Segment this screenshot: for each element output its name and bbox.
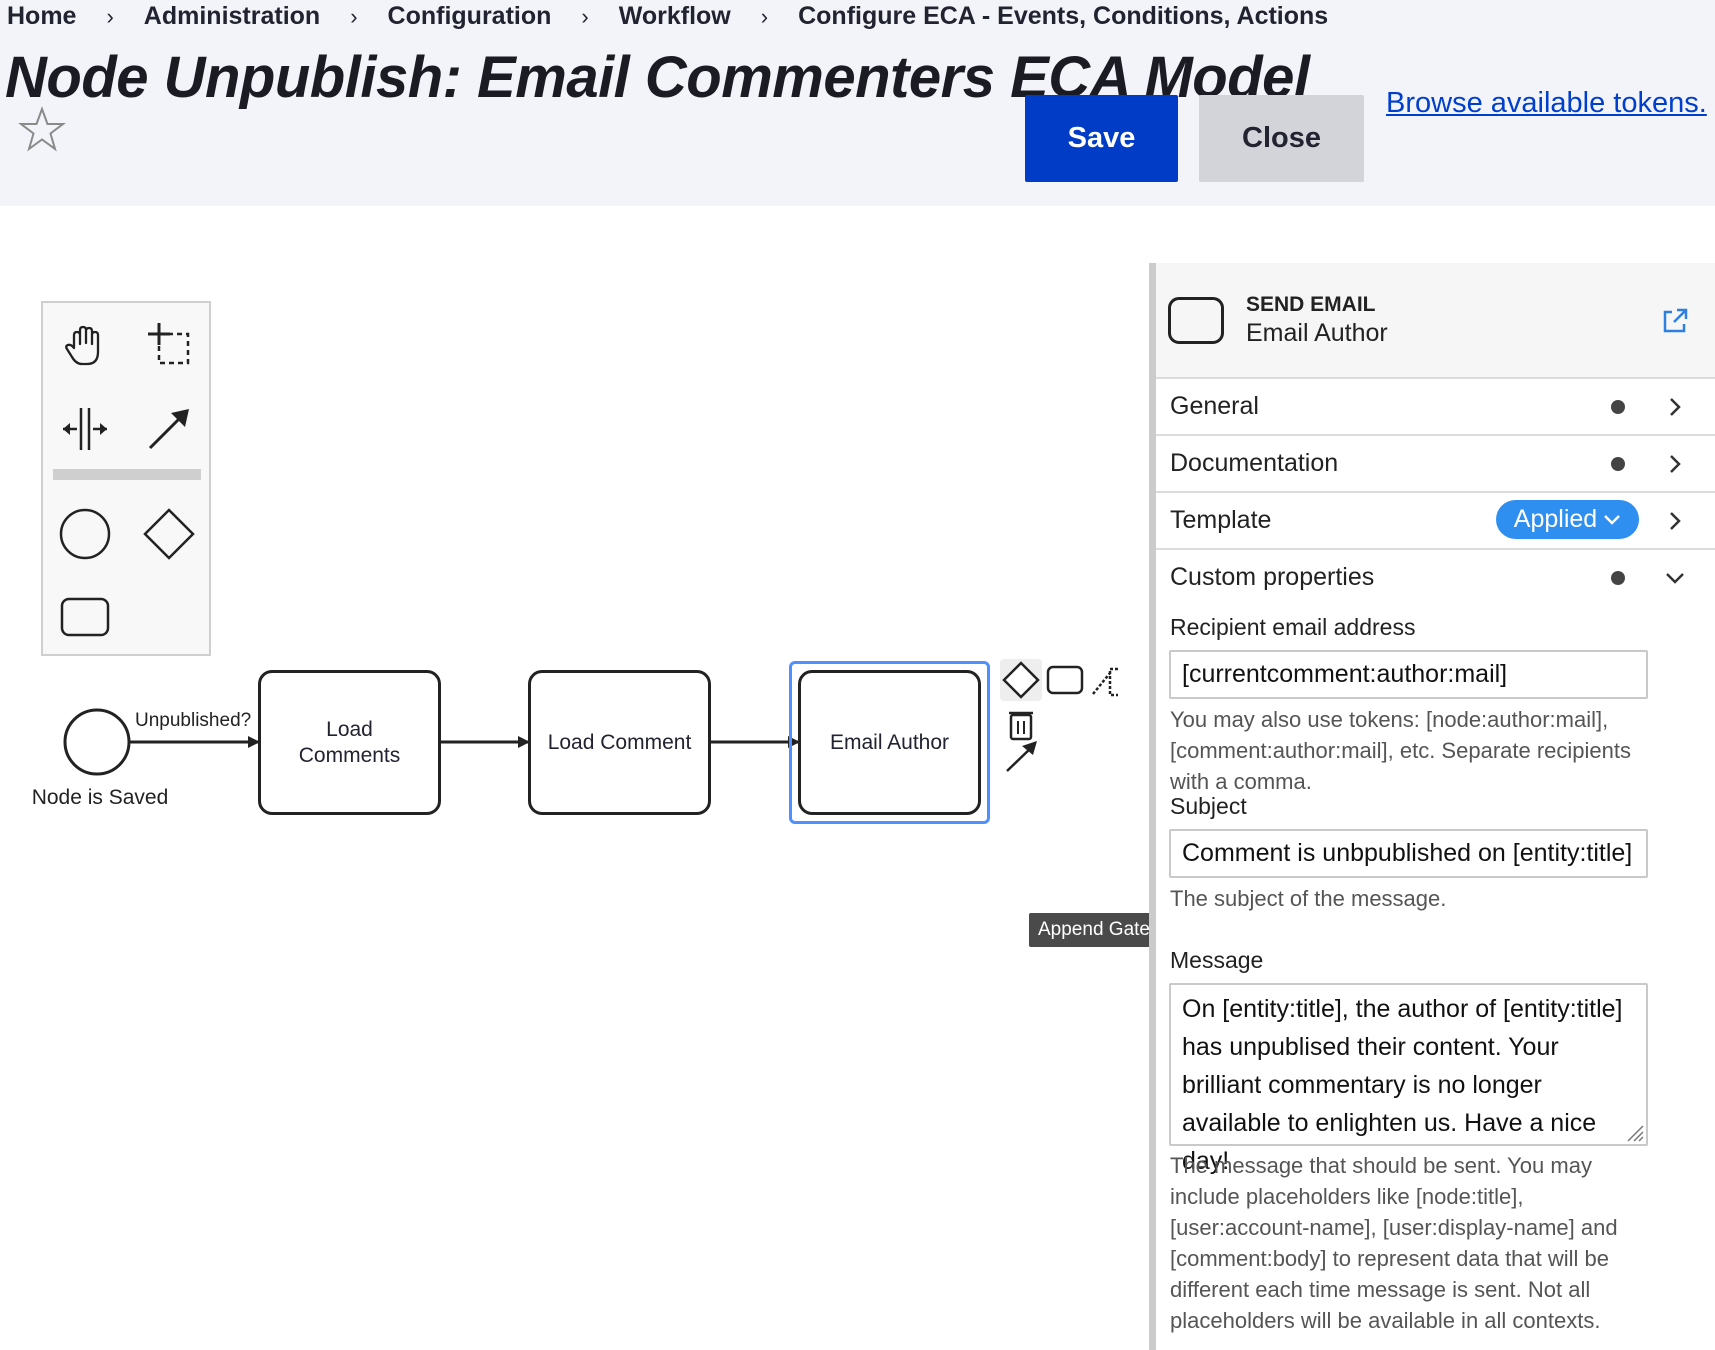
task-icon[interactable] [57, 589, 113, 645]
gateway-icon[interactable] [141, 506, 197, 562]
breadcrumb-workflow[interactable]: Workflow [618, 2, 731, 30]
append-task-icon [1046, 665, 1084, 695]
recipient-email-field[interactable]: [currentcomment:author:mail] [1169, 650, 1648, 699]
group-documentation[interactable]: Documentation [1156, 436, 1715, 493]
group-label: General [1170, 392, 1259, 420]
breadcrumb-separator: › [350, 3, 358, 29]
star-icon[interactable] [18, 106, 66, 154]
panel-header: SEND EMAIL Email Author [1156, 263, 1715, 379]
recipient-help: You may also use tokens: [node:author:ma… [1170, 707, 1631, 794]
subject-label: Subject [1170, 793, 1247, 819]
breadcrumb-separator: › [581, 3, 589, 29]
chevron-right-icon [1670, 512, 1681, 530]
message-text: On [entity:title], the author of [entity… [1182, 995, 1623, 1175]
breadcrumb-home[interactable]: Home [7, 2, 77, 30]
group-label: Documentation [1170, 449, 1339, 477]
palette-separator [53, 469, 201, 480]
breadcrumb-separator: › [760, 3, 769, 29]
page-header: Home › Administration › Configuration › … [0, 0, 1715, 206]
task-label: Email Author [829, 730, 950, 754]
delete-icon [1009, 711, 1033, 741]
text-annotation-icon [1092, 667, 1118, 697]
group-label: Template [1170, 506, 1272, 534]
diagram-connections [63, 708, 800, 776]
task-email-author[interactable]: Email Author [798, 670, 981, 815]
resize-handle-icon[interactable] [1626, 1124, 1644, 1142]
subject-field[interactable]: Comment is unbpublished on [entity:title… [1169, 829, 1648, 878]
chevron-down-icon [1604, 514, 1621, 525]
task-load-comments[interactable]: Load Comments [258, 670, 441, 815]
element-type: SEND EMAIL [1246, 293, 1376, 316]
status-dot-icon [1611, 457, 1625, 471]
start-event [63, 708, 131, 776]
start-event-icon[interactable] [57, 506, 113, 562]
subject-help: The subject of the message. [1170, 886, 1447, 911]
close-button[interactable]: Close [1199, 95, 1364, 182]
breadcrumb-administration[interactable]: Administration [143, 2, 321, 30]
breadcrumb-configure-eca[interactable]: Configure ECA - Events, Conditions, Acti… [798, 2, 1329, 30]
connect-tool-icon[interactable] [141, 401, 197, 457]
message-help: The message that should be sent. You may… [1170, 1153, 1618, 1333]
task-label: Load Comments [298, 717, 401, 767]
bpmn-canvas[interactable]: Unpublished? Node is Saved Load Comments… [0, 206, 1193, 1350]
status-dot-icon [1611, 400, 1625, 414]
tool-palette [41, 301, 211, 656]
message-label: Message [1170, 947, 1264, 973]
task-load-comment[interactable]: Load Comment [528, 670, 711, 815]
connect-icon [1006, 741, 1037, 772]
start-event-label: Node is Saved [31, 786, 169, 809]
save-button[interactable]: Save [1025, 95, 1178, 182]
applied-badge[interactable]: Applied [1496, 500, 1639, 539]
breadcrumb-separator: › [106, 3, 114, 29]
breadcrumb-configuration[interactable]: Configuration [387, 2, 552, 30]
flow-label: Unpublished? [135, 710, 252, 731]
selection-outline [789, 661, 990, 824]
append-gateway-icon [1002, 661, 1040, 699]
hand-tool-icon[interactable] [57, 317, 113, 373]
status-dot-icon [1611, 571, 1625, 585]
task-label: Load Comment [547, 730, 692, 754]
browse-tokens-link[interactable]: Browse available tokens. [1386, 87, 1707, 119]
chevron-down-icon [1666, 573, 1684, 584]
element-name: Email Author [1246, 319, 1388, 347]
properties-panel: SEND EMAIL Email Author General Document… [1156, 263, 1715, 1350]
chevron-right-icon [1670, 455, 1681, 473]
group-template[interactable]: Template Applied [1156, 493, 1715, 550]
chevron-right-icon [1670, 398, 1681, 416]
breadcrumb: Home › Administration › Configuration › … [7, 2, 1328, 31]
badge-label: Applied [1513, 505, 1598, 533]
space-tool-icon[interactable] [57, 401, 113, 457]
group-custom-properties[interactable]: Custom properties [1156, 550, 1715, 607]
recipient-label: Recipient email address [1170, 614, 1416, 640]
message-textarea[interactable]: On [entity:title], the author of [entity… [1169, 983, 1648, 1175]
lasso-tool-icon[interactable] [141, 317, 197, 373]
group-label: Custom properties [1170, 563, 1375, 591]
panel-divider[interactable] [1149, 263, 1156, 1350]
task-type-icon [1168, 297, 1224, 344]
group-general[interactable]: General [1156, 379, 1715, 436]
context-pad [1000, 659, 1118, 772]
external-link-icon[interactable] [1661, 307, 1689, 335]
